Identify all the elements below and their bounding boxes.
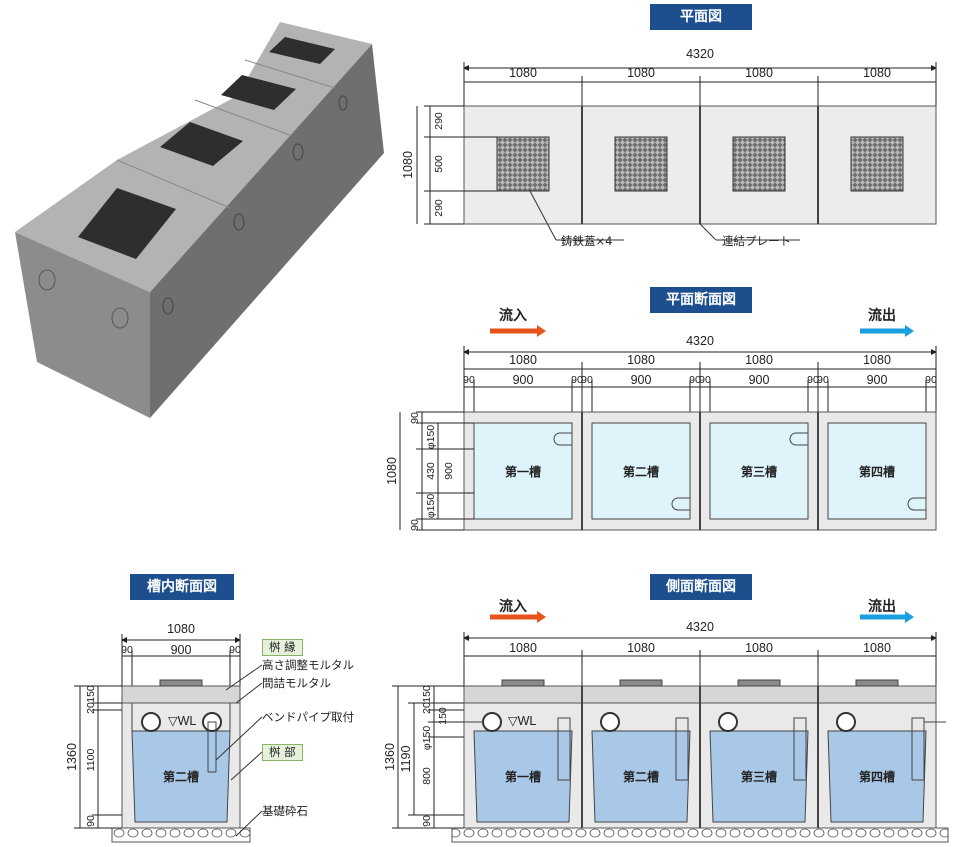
side-section-view: 4320 1080 1080 1080 1080 bbox=[383, 611, 949, 843]
side-tank-3: 第三槽 bbox=[741, 769, 777, 784]
callout-connecting-plate: 連結プレート bbox=[722, 234, 791, 248]
plan-unit-dim-2: 1080 bbox=[627, 66, 655, 80]
side-side-6: 90 bbox=[421, 815, 433, 827]
plan-unit-dim-1: 1080 bbox=[509, 66, 537, 80]
ps-sub-2: 900 bbox=[513, 373, 534, 387]
ps-side-3: 430 bbox=[425, 462, 437, 480]
plan-section-unit-4: 1080 bbox=[863, 353, 891, 367]
title-side-section: 側面断面図 bbox=[650, 574, 752, 600]
plan-section-total-dim: 4320 bbox=[686, 334, 714, 348]
ps-side-4: 900 bbox=[443, 462, 455, 480]
callout-base-gravel: 基礎砕石 bbox=[262, 804, 308, 818]
inflow-label-plan: 流入 bbox=[499, 308, 527, 324]
plan-height-dim: 1080 bbox=[401, 151, 415, 179]
ps-sub-9: 90 bbox=[807, 374, 819, 386]
inner-side-2: 20 bbox=[85, 702, 97, 714]
ps-sub-10: 90 bbox=[817, 374, 829, 386]
plan-tank-2: 第二槽 bbox=[623, 464, 659, 479]
side-side-2: 20 bbox=[421, 702, 433, 714]
side-unit-1: 1080 bbox=[509, 641, 537, 655]
side-total-dim: 4320 bbox=[686, 620, 714, 634]
ps-sub-5: 900 bbox=[631, 373, 652, 387]
ps-sub-12: 90 bbox=[925, 374, 937, 386]
title-plan-section: 平面断面図 bbox=[650, 287, 752, 313]
side-tank-4: 第四槽 bbox=[859, 769, 895, 784]
callout-bend-pipe: ベンドパイプ取付 bbox=[262, 710, 354, 724]
callout-fill-mortar: 間詰モルタル bbox=[262, 676, 331, 690]
ps-sub-4: 90 bbox=[581, 374, 593, 386]
outflow-label-side: 流出 bbox=[868, 599, 896, 615]
side-tank-2: 第二槽 bbox=[623, 769, 659, 784]
plan-section-view: 4320 1080 1080 1080 1080 90 900 90 90 90… bbox=[385, 325, 937, 531]
side-side-1: 150 bbox=[421, 685, 433, 703]
side-unit-3: 1080 bbox=[745, 641, 773, 655]
ps-sub-6: 90 bbox=[689, 374, 701, 386]
plan-unit-dim-4: 1080 bbox=[863, 66, 891, 80]
tag-masu-rim: 桝 縁 bbox=[262, 639, 303, 656]
side-side-4: φ150 bbox=[421, 726, 433, 750]
outflow-label-plan: 流出 bbox=[868, 308, 896, 324]
side-side-5: 800 bbox=[421, 767, 433, 785]
inner-side-4: 90 bbox=[85, 815, 97, 827]
plan-view: 4320 1080 1080 1080 1080 1080 290 500 29… bbox=[401, 47, 937, 241]
side-side-3: 150 bbox=[437, 707, 449, 725]
inner-tank: 第二槽 bbox=[163, 769, 199, 784]
callout-height-mortar: 高さ調整モルタル bbox=[262, 658, 354, 672]
plan-side-dim-2: 500 bbox=[433, 155, 445, 173]
side-wl: ▽WL bbox=[508, 714, 536, 728]
inflow-label-side: 流入 bbox=[499, 599, 527, 615]
inner-width-dim: 1080 bbox=[167, 622, 195, 636]
ps-side-2: φ150 bbox=[425, 425, 437, 449]
ps-side-1: 90 bbox=[409, 412, 421, 424]
plan-section-height: 1080 bbox=[385, 457, 399, 485]
ps-sub-8: 900 bbox=[749, 373, 770, 387]
inner-sub-2: 900 bbox=[171, 643, 192, 657]
side-mid: 1190 bbox=[399, 746, 413, 773]
plan-tank-3: 第三槽 bbox=[741, 464, 777, 479]
inner-section-view: 1080 90 900 90 ▽WL 第二槽 1360 150 20 1100 … bbox=[65, 622, 263, 843]
side-unit-2: 1080 bbox=[627, 641, 655, 655]
plan-section-unit-2: 1080 bbox=[627, 353, 655, 367]
title-inner-section: 槽内断面図 bbox=[130, 574, 234, 600]
plan-section-unit-3: 1080 bbox=[745, 353, 773, 367]
ps-sub-1: 90 bbox=[463, 374, 475, 386]
plan-total-dim: 4320 bbox=[686, 47, 714, 61]
plan-unit-dim-3: 1080 bbox=[745, 66, 773, 80]
inner-side-1: 150 bbox=[85, 685, 97, 703]
plan-side-dim-3: 290 bbox=[433, 199, 445, 217]
plan-tank-4: 第四槽 bbox=[859, 464, 895, 479]
plan-section-unit-1: 1080 bbox=[509, 353, 537, 367]
plan-covers bbox=[496, 136, 904, 192]
isometric-view bbox=[15, 22, 384, 418]
ps-side-6: 90 bbox=[409, 519, 421, 531]
ps-sub-11: 900 bbox=[867, 373, 888, 387]
ps-side-5: φ150 bbox=[425, 494, 437, 518]
inner-wl: ▽WL bbox=[168, 714, 196, 728]
ps-sub-3: 90 bbox=[571, 374, 583, 386]
inner-height: 1360 bbox=[65, 743, 79, 771]
plan-side-dim-1: 290 bbox=[433, 112, 445, 130]
title-plan: 平面図 bbox=[650, 4, 752, 30]
callout-cast-iron-cover: 鋳鉄蓋×4 bbox=[561, 234, 613, 248]
tag-masu-body: 桝 部 bbox=[262, 744, 303, 761]
side-tank-1: 第一槽 bbox=[505, 769, 541, 784]
side-height: 1360 bbox=[383, 743, 397, 771]
inner-sub-1: 90 bbox=[121, 644, 133, 656]
plan-tank-1: 第一槽 bbox=[505, 464, 541, 479]
ps-sub-7: 90 bbox=[699, 374, 711, 386]
inner-sub-3: 90 bbox=[229, 644, 241, 656]
inner-side-3: 1100 bbox=[85, 749, 97, 772]
side-unit-4: 1080 bbox=[863, 641, 891, 655]
